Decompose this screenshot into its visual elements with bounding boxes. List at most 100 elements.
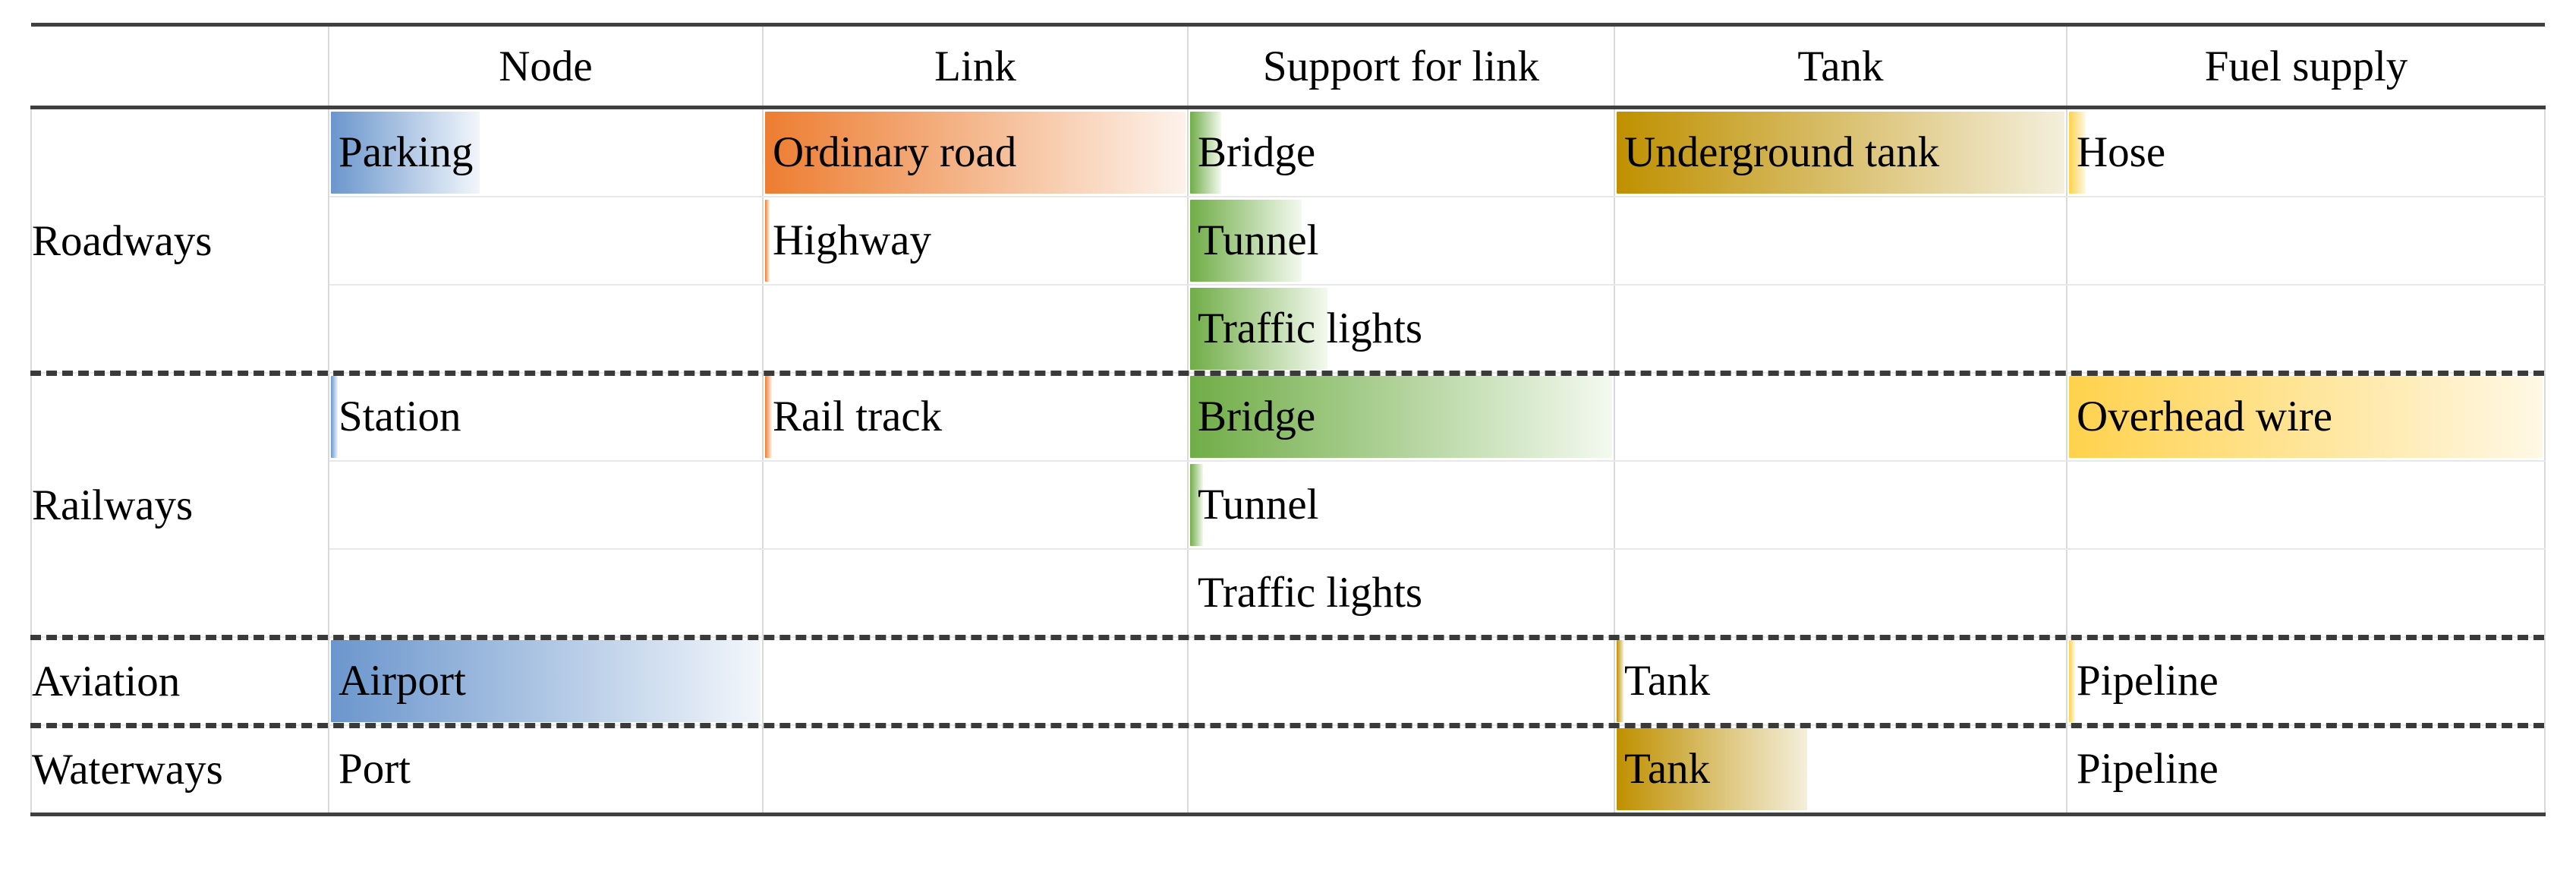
cell-label: Pipeline <box>2077 745 2219 793</box>
cell-label: Bridge <box>1198 393 1316 440</box>
header-cell-fuel: Fuel supply <box>2066 23 2545 109</box>
cell-content: Bridge <box>1189 374 1614 460</box>
cell-content: Ordinary road <box>764 109 1187 196</box>
header-cell-category <box>31 23 329 109</box>
cell-label: Rail track <box>773 393 943 440</box>
category-cell-waterways: Waterways <box>30 724 329 816</box>
gradient-bar-yellow <box>2069 112 2086 194</box>
category-cell-roadways: Roadways <box>30 106 329 374</box>
gradient-bar-yellow <box>2069 640 2075 722</box>
header-row: Node Link Support for link Tank Fuel sup… <box>31 23 2545 109</box>
cell-support-for-link-tunnel: Tunnel <box>1187 196 1615 286</box>
cell-tank-empty <box>1614 548 2067 638</box>
cell-content: Airport <box>329 638 762 724</box>
cell-tank-empty <box>1614 372 2067 462</box>
cell-fuel-supply-hose: Hose <box>2066 106 2546 197</box>
cell-content: Hose <box>2067 109 2544 196</box>
cell-content: Underground tank <box>1615 109 2066 196</box>
cell-content <box>1189 638 1614 724</box>
cell-content <box>1615 550 2066 636</box>
cell-content <box>1615 462 2066 548</box>
cell-content: Highway <box>764 197 1187 284</box>
category-label: Railways <box>32 481 194 529</box>
cell-node-empty <box>328 460 764 550</box>
gradient-bar-green <box>1190 200 1302 282</box>
cell-label: Highway <box>773 216 931 264</box>
table-row: Tunnel <box>31 460 2546 550</box>
cell-content <box>764 286 1187 372</box>
cell-fuel-supply-empty <box>2066 460 2546 550</box>
gradient-bar-green <box>1190 464 1203 546</box>
cell-support-for-link-bridge: Bridge <box>1187 106 1615 197</box>
category-cell-railways: Railways <box>30 372 329 638</box>
cell-node-parking: Parking <box>328 106 764 197</box>
cell-link-highway: Highway <box>762 196 1189 286</box>
category-label: Roadways <box>32 216 213 265</box>
cell-node-station: Station <box>328 372 764 462</box>
cell-content <box>764 550 1187 636</box>
cell-tank-underground-tank: Underground tank <box>1614 106 2067 197</box>
gradient-bar-blue <box>331 640 761 722</box>
gradient-bar-green <box>1190 112 1221 194</box>
cell-label: Overhead wire <box>2077 393 2333 440</box>
cell-label: Port <box>339 745 411 793</box>
cell-content: Parking <box>329 109 762 196</box>
cell-content <box>2067 197 2544 284</box>
cell-link-rail-track: Rail track <box>762 372 1189 462</box>
cell-content <box>1189 726 1614 813</box>
gradient-bar-orange <box>765 376 772 458</box>
cell-link-empty <box>762 284 1189 374</box>
cell-content: Rail track <box>764 374 1187 460</box>
table-row: Traffic lights <box>31 284 2546 374</box>
gradient-bar-orange <box>765 112 1186 194</box>
cell-content: Station <box>329 374 762 460</box>
cell-content <box>2067 550 2544 636</box>
cell-label: Ordinary road <box>773 128 1017 176</box>
cell-link-empty <box>762 724 1189 816</box>
cell-link-empty <box>762 460 1189 550</box>
gradient-bar-green <box>1190 288 1327 370</box>
cell-content: Pipeline <box>2067 726 2544 813</box>
cell-content <box>1615 286 2066 372</box>
cell-link-empty <box>762 548 1189 638</box>
gradient-bar-gold <box>1617 640 1623 722</box>
cell-support-for-link-traffic-lights: Traffic lights <box>1187 548 1615 638</box>
table-row: Highway Tunnel <box>31 196 2546 286</box>
cell-tank-empty <box>1614 284 2067 374</box>
cell-label: Traffic lights <box>1198 569 1423 617</box>
cell-label: Traffic lights <box>1198 305 1423 352</box>
cell-link-empty <box>762 636 1189 726</box>
category-cell-aviation: Aviation <box>30 636 329 726</box>
cell-content <box>329 286 762 372</box>
cell-content <box>764 638 1187 724</box>
cell-node-port: Port <box>328 724 764 816</box>
cell-fuel-supply-empty <box>2066 196 2546 286</box>
header-cell-link: Link <box>762 23 1189 109</box>
cell-label: Tunnel <box>1198 481 1319 529</box>
cell-content: Pipeline <box>2067 638 2544 724</box>
cell-node-empty <box>328 284 764 374</box>
gradient-bar-orange <box>765 200 770 282</box>
header-cell-tank: Tank <box>1614 23 2067 109</box>
cell-content: Tunnel <box>1189 197 1614 284</box>
gradient-bar-green <box>1190 376 1612 458</box>
matrix-table-wrapper: Node Link Support for link Tank Fuel sup… <box>30 23 2546 816</box>
cell-content: Tank <box>1615 726 2066 813</box>
cell-support-for-link-empty <box>1187 636 1615 726</box>
infrastructure-matrix-table: Node Link Support for link Tank Fuel sup… <box>30 23 2546 816</box>
cell-label: Tank <box>1624 745 1711 793</box>
cell-fuel-supply-pipeline: Pipeline <box>2066 636 2546 726</box>
cell-fuel-supply-overhead-wire: Overhead wire <box>2066 372 2546 462</box>
cell-fuel-supply-empty <box>2066 548 2546 638</box>
cell-content <box>764 462 1187 548</box>
cell-tank-empty <box>1614 460 2067 550</box>
cell-support-for-link-bridge: Bridge <box>1187 372 1615 462</box>
cell-label: Tank <box>1624 657 1711 705</box>
cell-label: Airport <box>339 657 466 705</box>
category-label: Waterways <box>32 745 223 794</box>
cell-label: Pipeline <box>2077 657 2219 705</box>
cell-content <box>329 462 762 548</box>
